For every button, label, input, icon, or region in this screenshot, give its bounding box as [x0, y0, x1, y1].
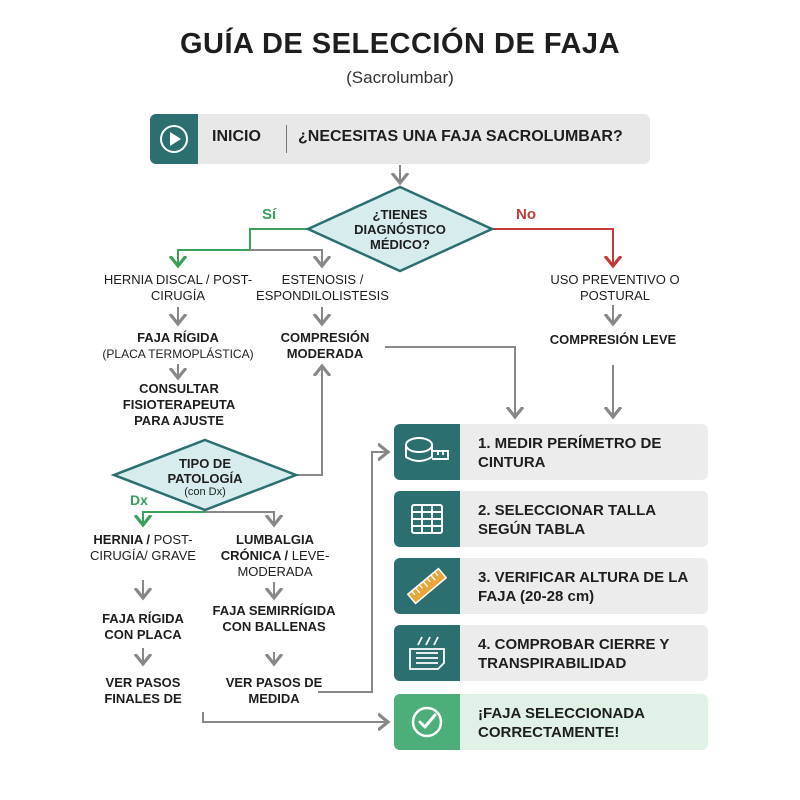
step-2-label: 2. SELECCIONAR TALLA SEGÚN TABLA [478, 502, 656, 538]
step-3-altura: 3. VERIFICAR ALTURA DE LA FAJA (20-28 cm… [394, 558, 708, 614]
condition-hernia-discal: HERNIA DISCAL / POST-CIRUGÍA [103, 272, 253, 303]
no-branch-label: No [516, 206, 536, 223]
final-label: ¡FAJA SELECCIONADA CORRECTAMENTE! [478, 705, 645, 741]
play-icon [150, 114, 198, 164]
decision-diamond-pathology [110, 438, 300, 512]
dx-branch-label: Dx [130, 492, 148, 508]
decision-pathology-sub: (con Dx) [184, 486, 226, 498]
decision-diamond-diagnosis [304, 185, 496, 273]
result-faja-rigida-title: FAJA RÍGIDA [137, 330, 219, 345]
decision-pathology-title: TIPO DE PATOLOGÍA [167, 456, 243, 486]
step-2-talla: 2. SELECCIONAR TALLA SEGÚN TABLA [394, 491, 708, 547]
final-success: ¡FAJA SELECCIONADA CORRECTAMENTE! [394, 694, 708, 750]
action-ver-pasos-finales: VER PASOS FINALES DE [104, 675, 182, 706]
decision-diagnosis-text: ¿TIENES DIAGNÓSTICO MÉDICO? [354, 207, 446, 252]
start-label: INICIO [212, 128, 261, 145]
result-compresion-leve: COMPRESIÓN LEVE [549, 332, 677, 347]
step-1-label: 1. MEDIR PERÍMETRO DE CINTURA [478, 435, 662, 471]
step-4-label: 4. COMPROBAR CIERRE Y TRANSPIRABILIDAD [478, 636, 670, 672]
step-3-label: 3. VERIFICAR ALTURA DE LA FAJA (20-28 cm… [478, 569, 688, 605]
step-4-cierre: 4. COMPROBAR CIERRE Y TRANSPIRABILIDAD [394, 625, 708, 681]
condition-hernia-grave-rest: POST-CIRUGÍA/ GRAVE [90, 532, 196, 563]
ruler-icon [394, 558, 460, 614]
start-node: INICIO ¿NECESITAS UNA FAJA SACROLUMBAR? [150, 114, 650, 164]
result-faja-rigida: FAJA RÍGIDA (PLACA TERMOPLÁSTICA) [93, 330, 263, 362]
result-faja-rigida-detail: (PLACA TERMOPLÁSTICA) [102, 347, 254, 361]
condition-uso-preventivo: USO PREVENTIVO O POSTURAL [550, 272, 680, 303]
page-title: GUÍA DE SELECCIÓN DE FAJA [179, 28, 621, 60]
condition-lumbalgia-bold: LUMBALGIA CRÓNICA / [220, 532, 314, 563]
step-1-medir: 1. MEDIR PERÍMETRO DE CINTURA [394, 424, 708, 480]
divider [286, 125, 287, 153]
tape-measure-icon [394, 424, 460, 480]
page-subtitle: (Sacrolumbar) [346, 68, 454, 87]
start-question: ¿NECESITAS UNA FAJA SACROLUMBAR? [298, 128, 623, 145]
condition-lumbalgia: LUMBALGIA CRÓNICA / LEVE-MODERADA [208, 532, 342, 580]
result-faja-rigida-placa: FAJA RÍGIDA CON PLACA [102, 611, 184, 642]
check-circle-icon [394, 694, 460, 750]
result-compresion-moderada: COMPRESIÓN MODERADA [280, 330, 370, 361]
condition-estenosis: ESTENOSIS / ESPONDILOLISTESIS [256, 272, 389, 303]
condition-hernia-grave-bold: HERNIA / [93, 532, 154, 547]
condition-hernia-grave: HERNIA / POST-CIRUGÍA/ GRAVE [88, 532, 198, 564]
fabric-icon [394, 625, 460, 681]
action-ver-pasos-medida: VER PASOS DE MEDIDA [225, 675, 323, 706]
action-consultar-fisioterapeuta: CONSULTAR FISIOTERAPEUTA PARA AJUSTE [122, 381, 236, 428]
yes-branch-label: Sí [262, 206, 277, 223]
condition-lumbalgia-rest: LEVE-MODERADA [237, 548, 330, 579]
table-icon [394, 491, 460, 547]
result-faja-semirrigida: FAJA SEMIRRÍGIDA CON BALLENAS [212, 603, 336, 634]
